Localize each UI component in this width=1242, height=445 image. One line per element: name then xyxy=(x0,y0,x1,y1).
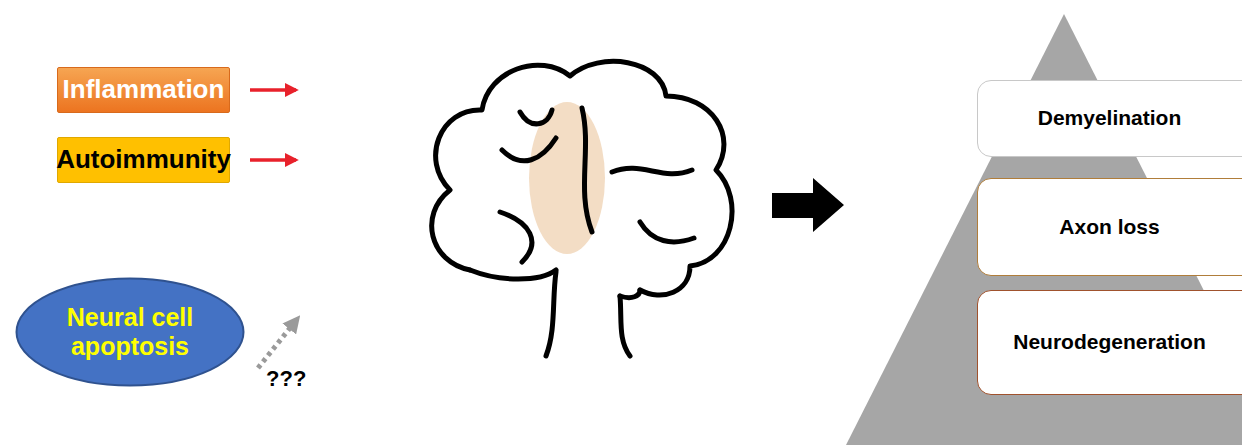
node-text: Neural cell apoptosis xyxy=(55,303,205,361)
cause-ellipse: Neural cell apoptosis xyxy=(15,277,245,387)
cause-arrow xyxy=(250,88,296,92)
outcome-box: Neurodegeneration xyxy=(977,290,1242,395)
pyramid xyxy=(846,14,1242,445)
cause-arrow xyxy=(250,158,296,162)
outcome-box: Axon loss xyxy=(977,178,1242,276)
node-text: Demyelination xyxy=(1038,106,1182,130)
node-text: Autoimmunity xyxy=(56,145,231,175)
result-arrow xyxy=(772,178,844,232)
node-text: Inflammation xyxy=(63,75,225,105)
annotation-label: ??? xyxy=(266,366,306,392)
cause-box: Inflammation xyxy=(57,67,230,113)
ellipse-shape xyxy=(17,279,244,386)
node-text: Neurodegeneration xyxy=(1013,330,1206,354)
outcome-box: Demyelination xyxy=(977,80,1242,157)
uncertain-arrow xyxy=(258,318,298,368)
node-text: Axon loss xyxy=(1059,215,1159,239)
cause-box: Autoimmunity xyxy=(57,137,230,183)
brain-icon xyxy=(432,61,732,356)
